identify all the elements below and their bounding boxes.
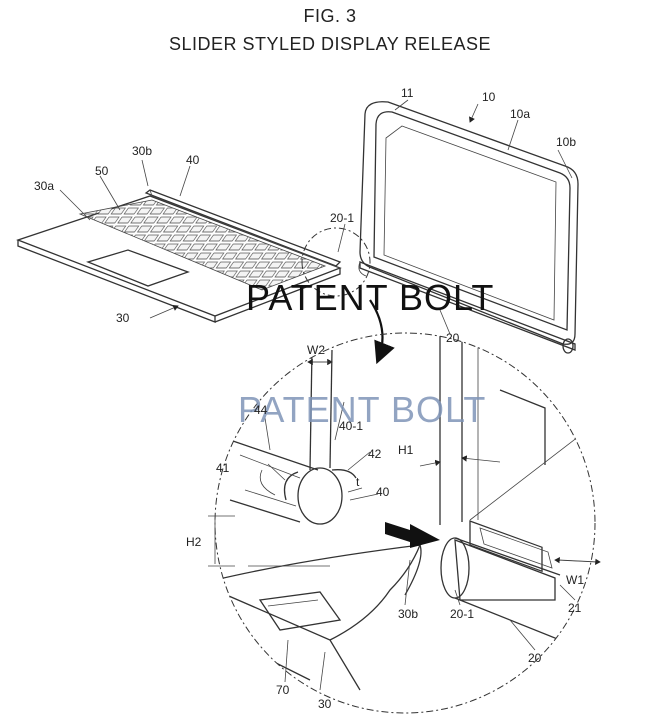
label-40-1: 40-1 (339, 419, 363, 433)
label-t: t (356, 475, 360, 489)
label-44: 44 (254, 403, 268, 417)
label-20-1-top: 20-1 (330, 211, 354, 225)
watermark-top: PATENT BOLT (246, 277, 494, 318)
label-30b-bottom: 30b (398, 607, 418, 621)
label-30b-top: 30b (132, 144, 152, 158)
label-21: 21 (568, 601, 582, 615)
detail-view (208, 332, 601, 714)
keyboard-base (16, 189, 371, 323)
label-10: 10 (482, 90, 496, 104)
label-11: 11 (401, 86, 414, 100)
label-10a: 10a (510, 107, 530, 121)
label-10b: 10b (556, 135, 576, 149)
label-40-bottom: 40 (376, 485, 390, 499)
watermark-bottom: PATENT BOLT (238, 389, 486, 430)
label-40-top: 40 (186, 153, 200, 167)
label-42: 42 (368, 447, 382, 461)
label-w2: W2 (307, 343, 325, 357)
label-h2: H2 (186, 535, 202, 549)
label-h1: H1 (398, 443, 414, 457)
label-30a: 30a (34, 179, 54, 193)
label-20-top: 20 (446, 331, 460, 345)
label-30-bottom: 30 (318, 697, 332, 711)
label-w1: W1 (566, 573, 584, 587)
label-70: 70 (276, 683, 290, 697)
display-unit (358, 101, 579, 354)
label-30-top: 30 (116, 311, 130, 325)
label-50: 50 (95, 164, 109, 178)
leader-lines-top (59, 99, 573, 365)
label-20-1-bottom: 20-1 (450, 607, 474, 621)
figure-subtitle: SLIDER STYLED DISPLAY RELEASE (169, 34, 491, 54)
label-20-bottom: 20 (528, 651, 542, 665)
reference-labels: 11 10 10a 10b 30b 40 50 30a 20-1 20 30 W… (34, 86, 584, 711)
label-41: 41 (216, 461, 230, 475)
figure-title: FIG. 3 (303, 6, 357, 26)
